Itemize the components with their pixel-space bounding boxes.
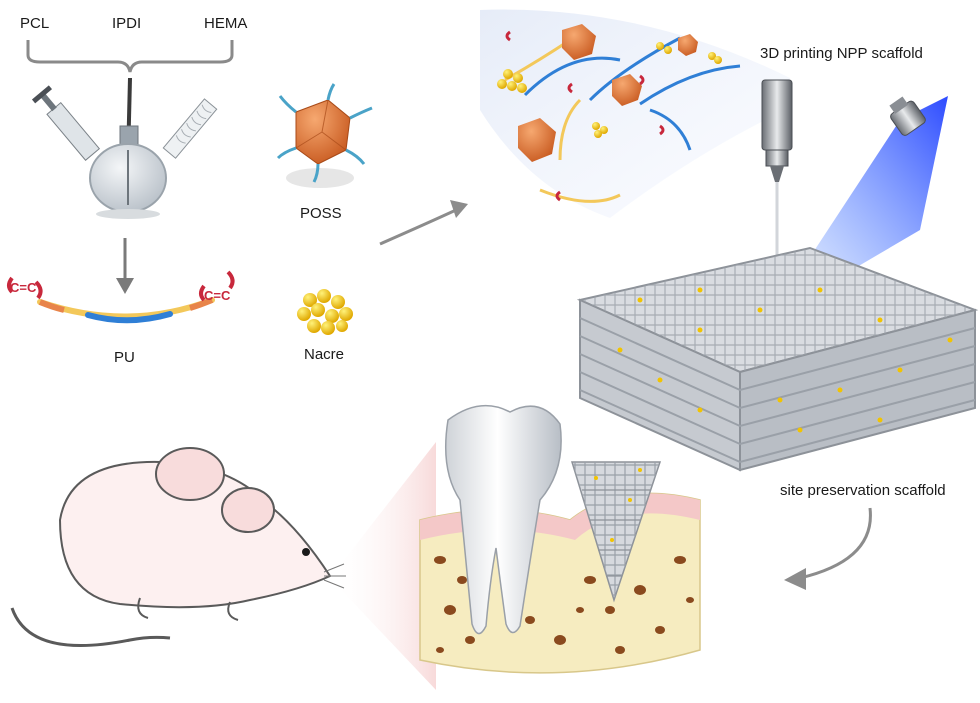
nacre-label: Nacre	[304, 346, 344, 363]
site-scaffold-icon	[570, 461, 662, 603]
cc-left-label: C=C	[10, 280, 37, 295]
mouse-icon	[10, 447, 346, 647]
printer-nozzle-icon	[761, 79, 793, 262]
poss-cube-icon	[276, 83, 373, 188]
site-label: site preservation scaffold	[780, 482, 946, 499]
npp-scaffold-icon	[576, 246, 979, 472]
reaction-flask-icon	[31, 77, 218, 219]
tooth-icon	[444, 404, 562, 635]
reagent-bracket	[26, 40, 234, 73]
pu-label: PU	[114, 349, 135, 366]
return-arrow-icon	[784, 507, 872, 590]
poss-label: POSS	[300, 205, 342, 222]
printing-ink-fan	[480, 9, 790, 218]
nacre-particles-icon	[297, 289, 353, 335]
hema-label: HEMA	[204, 15, 247, 32]
magnification-cone	[330, 442, 436, 690]
down-arrow-icon	[116, 238, 134, 294]
curved-arrow-icon	[379, 200, 468, 246]
cc-right-label: C=C	[204, 288, 231, 303]
printing-label: 3D printing NPP scaffold	[760, 45, 923, 62]
pu-chain-icon	[7, 270, 235, 324]
pcl-label: PCL	[20, 15, 49, 32]
ipdi-label: IPDI	[112, 15, 141, 32]
